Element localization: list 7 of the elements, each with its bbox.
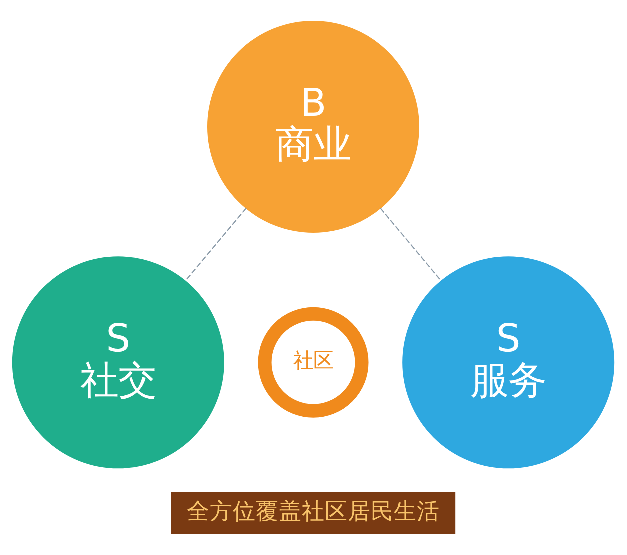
node-box: 全方位覆盖社区居民生活	[171, 492, 456, 534]
node-circle: S 社交	[12, 256, 224, 469]
connector	[380, 208, 442, 282]
connector	[185, 208, 247, 282]
node-circle: B 商业	[208, 20, 420, 233]
node-circle: S 服务	[402, 256, 615, 469]
node-circle: 社区	[258, 307, 369, 418]
